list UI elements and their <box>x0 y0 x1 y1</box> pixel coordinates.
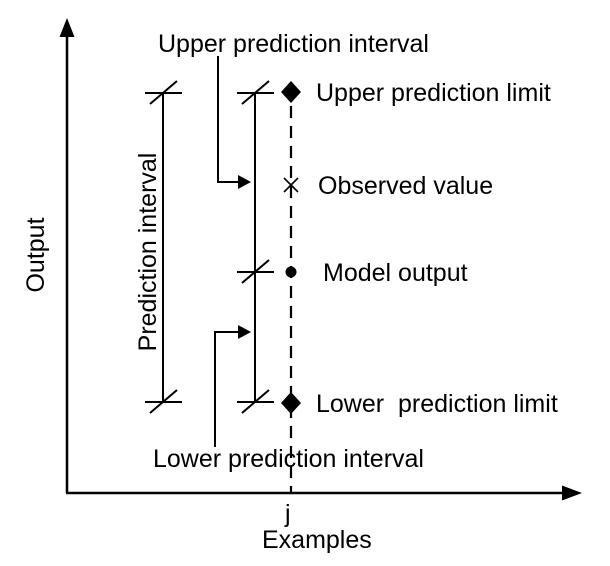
lower-interval-arrowhead-icon <box>238 325 251 339</box>
x-axis-tick-j-label: j <box>284 500 291 528</box>
upper-prediction-limit-diamond-icon <box>281 81 301 103</box>
sub-interval-middle-slash <box>241 259 270 284</box>
prediction-interval-label: Prediction interval <box>134 153 162 352</box>
upper-interval-arrowhead-icon <box>238 175 251 189</box>
sub-interval-top-slash <box>241 80 270 105</box>
sub-interval-bottom-slash <box>241 389 270 414</box>
upper-interval-leader-line <box>217 56 240 183</box>
prediction-interval-top-slash <box>149 80 178 105</box>
observed-value-cross-icon <box>283 177 299 193</box>
prediction-interval-bottom-slash <box>149 389 178 414</box>
lower-prediction-interval-label: Lower prediction interval <box>153 445 424 473</box>
lower-interval-leader-line <box>214 331 240 447</box>
observed-value-label: Observed value <box>318 172 493 200</box>
y-axis-label: Output <box>22 217 50 292</box>
upper-prediction-limit-label: Upper prediction limit <box>316 79 551 107</box>
lower-prediction-limit-label: Lower prediction limit <box>316 390 558 418</box>
y-axis-arrowhead-icon <box>59 18 75 37</box>
model-output-dot-icon <box>285 266 297 278</box>
model-output-label: Model output <box>323 259 468 287</box>
lower-prediction-limit-diamond-icon <box>281 392 301 414</box>
upper-prediction-interval-label: Upper prediction interval <box>158 30 429 58</box>
x-axis-label: Examples <box>262 526 372 554</box>
x-axis-arrowhead-icon <box>562 485 582 501</box>
